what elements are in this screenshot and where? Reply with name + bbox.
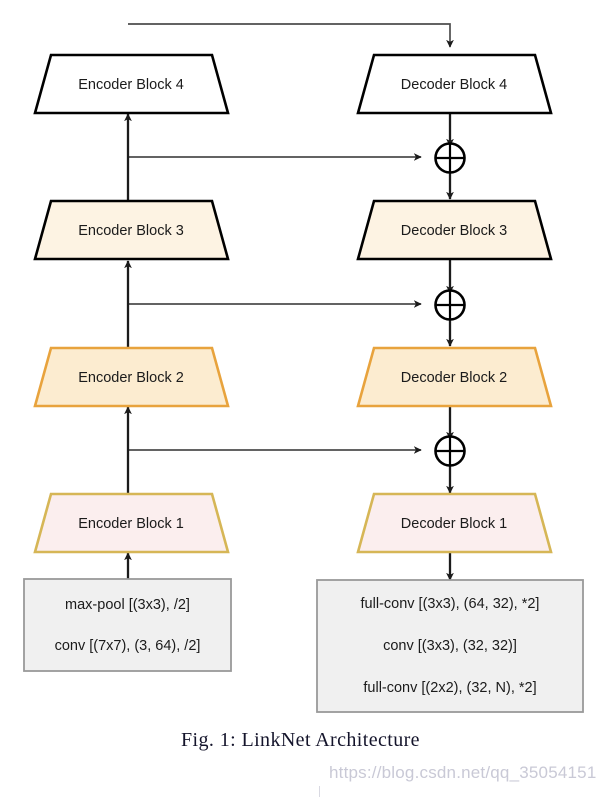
encoder-block-2-label: Encoder Block 2: [78, 370, 184, 386]
encoder-block-3[interactable]: Encoder Block 3: [33, 199, 230, 261]
encoder-block-2[interactable]: Encoder Block 2: [33, 346, 230, 408]
decoder-block-3[interactable]: Decoder Block 3: [356, 199, 553, 261]
decoder-block-2[interactable]: Decoder Block 2: [356, 346, 553, 408]
skip-connection-top: [128, 23, 454, 48]
output-ops-box[interactable]: full-conv [(3x3), (64, 32), *2] conv [(3…: [316, 579, 584, 713]
watermark-tail-mark: [319, 786, 320, 797]
sum-node-2[interactable]: [434, 435, 466, 467]
input-ops-line-1: max-pool [(3x3), /2]: [65, 597, 190, 613]
decoder-block-1[interactable]: Decoder Block 1: [356, 492, 553, 554]
input-ops-box[interactable]: max-pool [(3x3), /2] conv [(7x7), (3, 64…: [23, 578, 232, 672]
sum-node-4[interactable]: [434, 142, 466, 174]
encoder-block-1-label: Encoder Block 1: [78, 516, 184, 532]
output-ops-line-3: full-conv [(2x2), (32, N), *2]: [363, 680, 536, 696]
input-ops-line-2: conv [(7x7), (3, 64), /2]: [55, 638, 201, 654]
decoder-block-4-label: Decoder Block 4: [401, 77, 507, 93]
decoder-block-2-label: Decoder Block 2: [401, 370, 507, 386]
sum-node-3[interactable]: [434, 289, 466, 321]
decoder-block-4[interactable]: Decoder Block 4: [356, 53, 553, 115]
encoder-block-1[interactable]: Encoder Block 1: [33, 492, 230, 554]
encoder-block-3-label: Encoder Block 3: [78, 223, 184, 239]
output-ops-line-2: conv [(3x3), (32, 32)]: [383, 638, 517, 654]
decoder-block-3-label: Decoder Block 3: [401, 223, 507, 239]
encoder-block-4[interactable]: Encoder Block 4: [33, 53, 230, 115]
encoder-block-4-label: Encoder Block 4: [78, 77, 184, 93]
figure-caption: Fig. 1: LinkNet Architecture: [181, 729, 420, 751]
decoder-block-1-label: Decoder Block 1: [401, 516, 507, 532]
output-ops-line-1: full-conv [(3x3), (64, 32), *2]: [361, 596, 540, 612]
